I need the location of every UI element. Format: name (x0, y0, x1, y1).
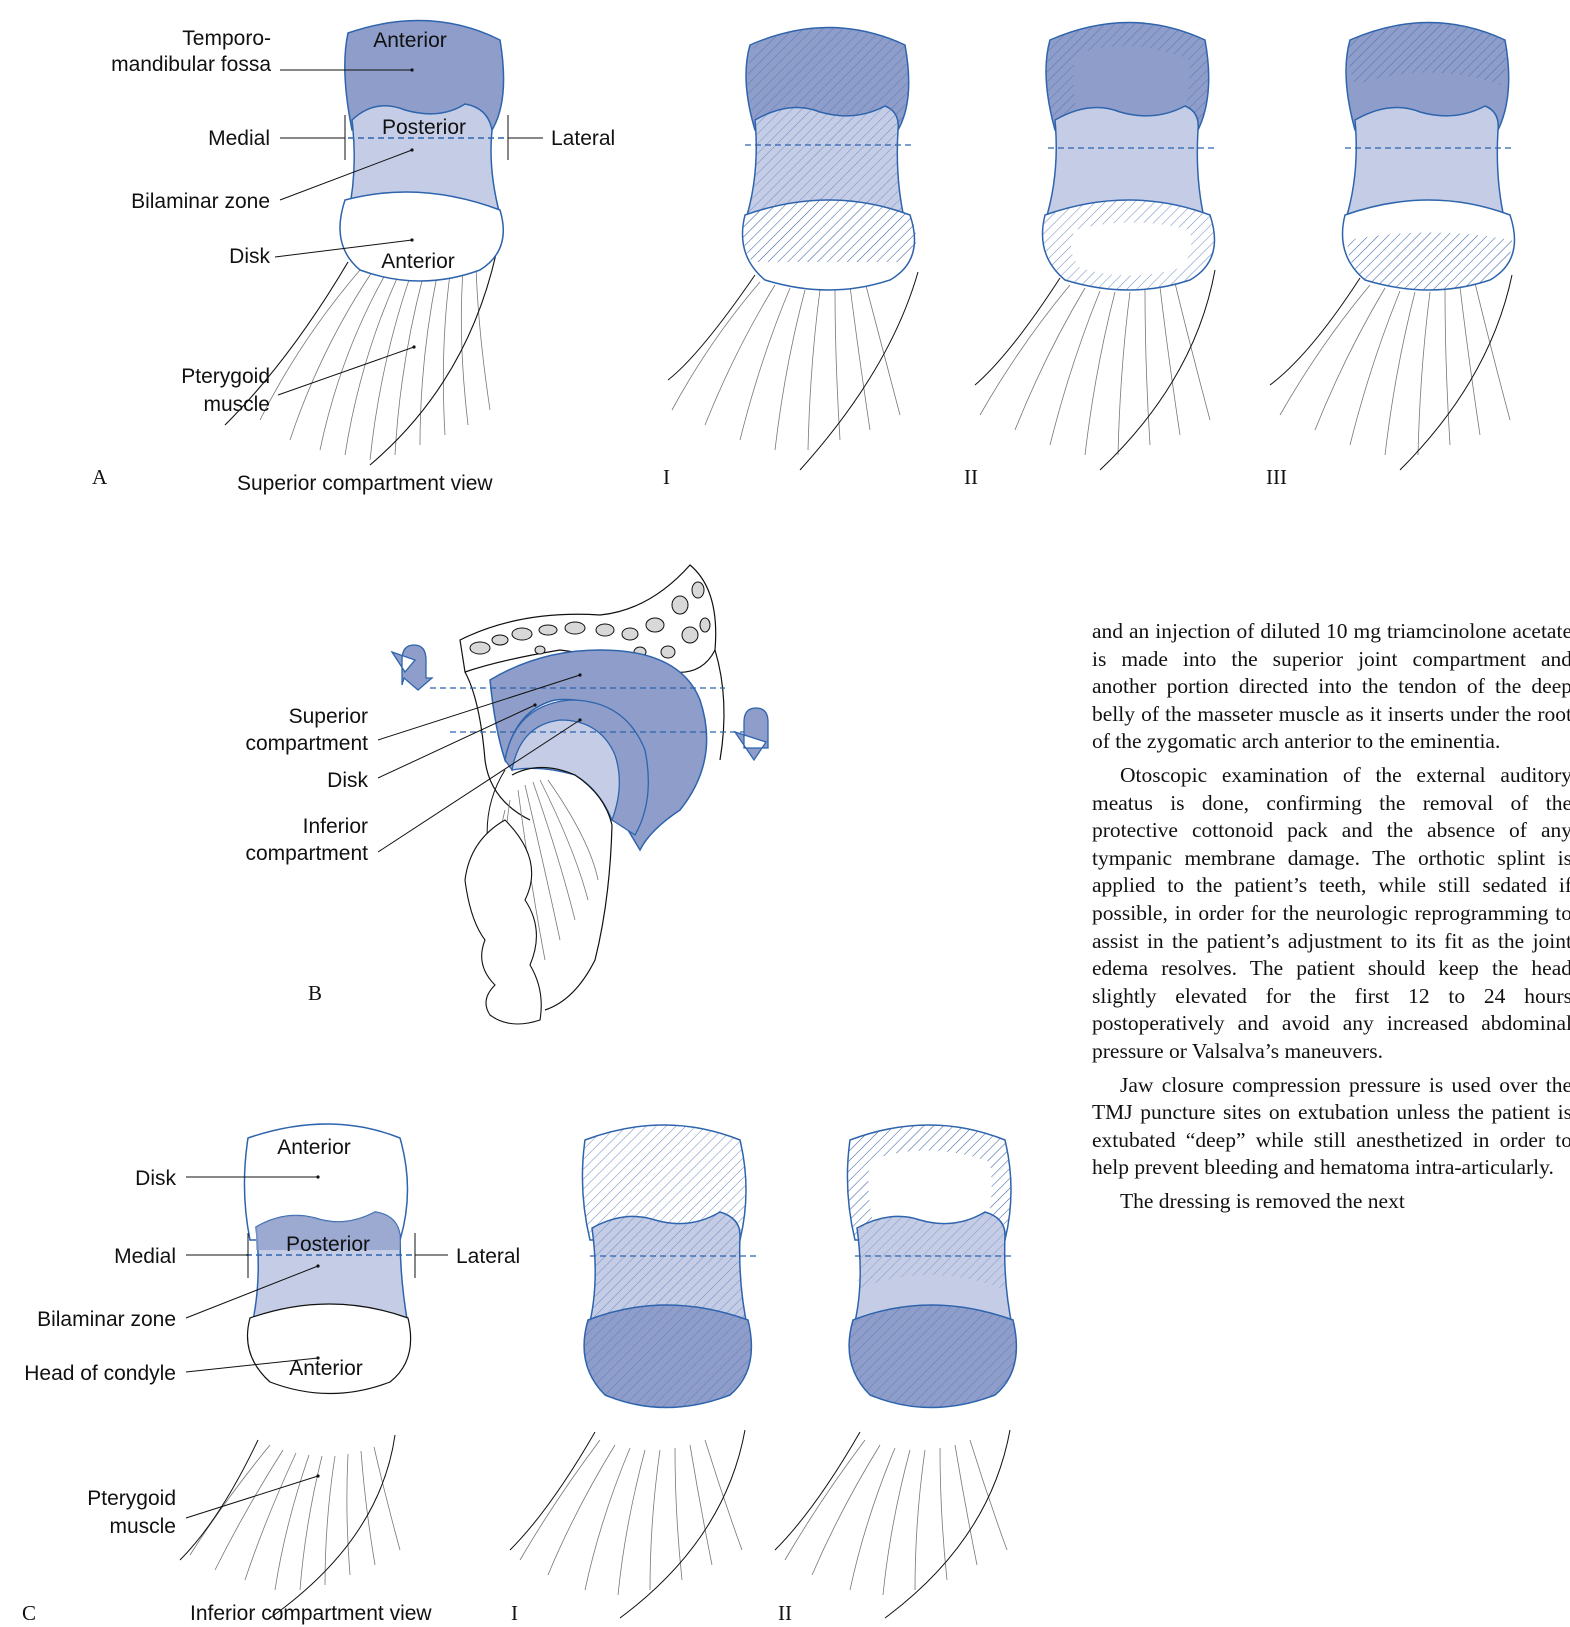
panel-a-label-disk: Disk (229, 245, 270, 268)
panel-c-muscle (190, 1445, 400, 1590)
panel-c-caption: Inferior compartment view (190, 1602, 432, 1625)
panel-a-stage-1 (668, 28, 918, 471)
panel-c-stage-1 (510, 1125, 758, 1618)
panel-c-stage-2 (775, 1125, 1016, 1618)
panel-c-stage-2-label: II (778, 1601, 792, 1625)
panel-a-stage-3-label: III (1266, 465, 1287, 489)
paragraph-3: Jaw closure compression pressure is used… (1092, 1072, 1570, 1182)
panel-a-muscle-outline (225, 245, 498, 465)
panel-a-label-lateral: Lateral (551, 127, 615, 150)
panel-c-stage-1-label: I (511, 1601, 518, 1625)
panel-a-muscle (260, 266, 490, 460)
panel-c-label-medial: Medial (114, 1245, 176, 1268)
panel-a-stage-2 (975, 23, 1215, 471)
panel-a-stage-1-label: I (663, 465, 670, 489)
panel-c-label-condyle: Head of condyle (24, 1362, 176, 1385)
panel-b-rotate-arrow-right (735, 708, 768, 760)
panel-a-label-posterior: Posterior (382, 116, 466, 139)
panel-a-stage-3 (1270, 23, 1515, 471)
panel-a-caption: Superior compartment view (237, 472, 493, 495)
body-text: and an injection of diluted 10 mg triamc… (1092, 618, 1570, 1215)
panel-a-stage-2-label: II (964, 465, 978, 489)
paragraph-2: Otoscopic examination of the external au… (1092, 762, 1570, 1066)
panel-a-letter: A (92, 465, 108, 489)
panel-a-label-anterior-top: Anterior (373, 29, 447, 52)
panel-c-letter: C (22, 1601, 36, 1625)
panel-c-label-posterior: Posterior (286, 1233, 370, 1256)
paragraph-1: and an injection of diluted 10 mg triamc… (1092, 618, 1570, 756)
panel-b-rotate-arrow-left (392, 645, 432, 690)
panel-a-label-bilaminar: Bilaminar zone (131, 190, 270, 213)
panel-c-label-anterior-bottom: Anterior (289, 1357, 363, 1380)
panel-a-label-medial: Medial (208, 127, 270, 150)
paragraph-4: The dressing is removed the next (1092, 1188, 1570, 1216)
panel-c-label-lateral: Lateral (456, 1245, 520, 1268)
panel-a-label-anterior-bottom: Anterior (381, 250, 455, 273)
panel-c-label-disk: Disk (135, 1167, 176, 1190)
panel-a-label-fossa: Temporo-mandibular fossa (111, 27, 271, 76)
panel-c-condyle (248, 1304, 411, 1394)
panel-b-letter: B (308, 981, 322, 1005)
panel-c-label-anterior-top: Anterior (277, 1136, 351, 1159)
panel-c-label-bilaminar: Bilaminar zone (37, 1308, 176, 1331)
panel-b-label-disk: Disk (327, 769, 368, 792)
panel-b-pterygoid-bulge (465, 820, 541, 1024)
